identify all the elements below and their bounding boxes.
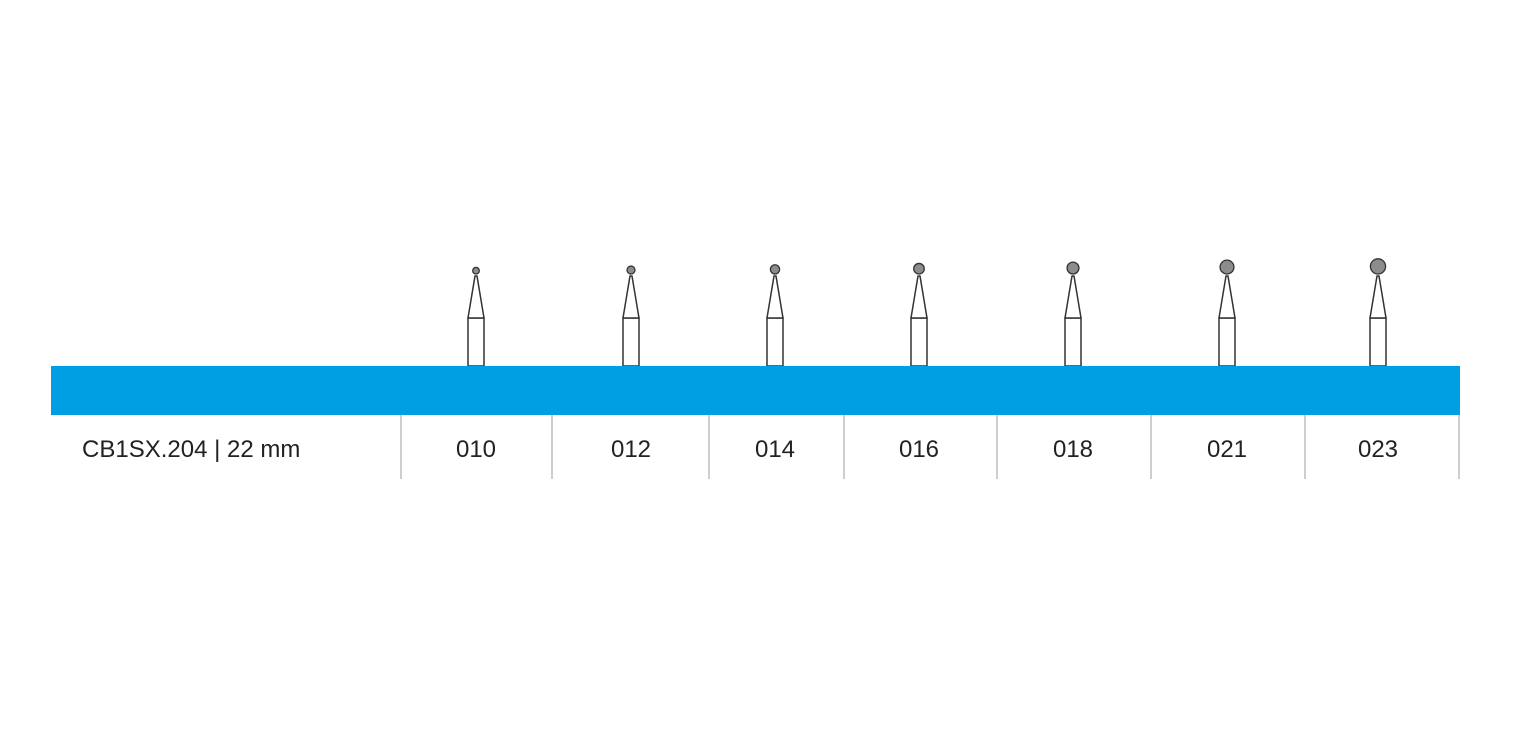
bur-shank <box>622 317 640 367</box>
bur-neck <box>467 275 485 319</box>
bur-icon <box>910 262 928 367</box>
bur-head <box>913 262 925 275</box>
bur-shank <box>467 317 485 367</box>
bur-icon <box>622 265 640 367</box>
bur-icon <box>1064 261 1082 367</box>
bur-neck <box>1218 275 1236 319</box>
bur-head <box>769 264 781 275</box>
bur-icon <box>1369 258 1387 367</box>
product-label: CB1SX.204 | 22 mm <box>82 436 300 463</box>
bur-shank <box>1064 317 1082 367</box>
bur-icon <box>467 266 485 367</box>
bur-neck <box>1369 275 1387 319</box>
size-label: 016 <box>899 436 939 463</box>
bur-neck <box>910 275 928 319</box>
blue-band <box>51 366 1460 415</box>
size-label: 018 <box>1053 436 1093 463</box>
bur-shank <box>910 317 928 367</box>
bur-head <box>1066 261 1080 275</box>
bur-shank <box>766 317 784 367</box>
bur-head <box>472 266 480 275</box>
bur-head <box>1369 258 1387 275</box>
size-label: 010 <box>456 436 496 463</box>
bur-icon <box>766 264 784 367</box>
size-label: 021 <box>1207 436 1247 463</box>
bur-head <box>626 265 636 275</box>
size-label: 023 <box>1358 436 1398 463</box>
size-label: 012 <box>611 436 651 463</box>
bur-neck <box>1064 275 1082 319</box>
bur-icon <box>1218 259 1236 367</box>
bur-head <box>1219 259 1235 275</box>
bur-shank <box>1218 317 1236 367</box>
size-label: 014 <box>755 436 795 463</box>
bur-neck <box>766 275 784 319</box>
bur-icons <box>467 258 1387 367</box>
bur-shank <box>1369 317 1387 367</box>
bur-neck <box>622 275 640 319</box>
size-row: 010 012 014 016 018 021 023 <box>400 415 1460 479</box>
